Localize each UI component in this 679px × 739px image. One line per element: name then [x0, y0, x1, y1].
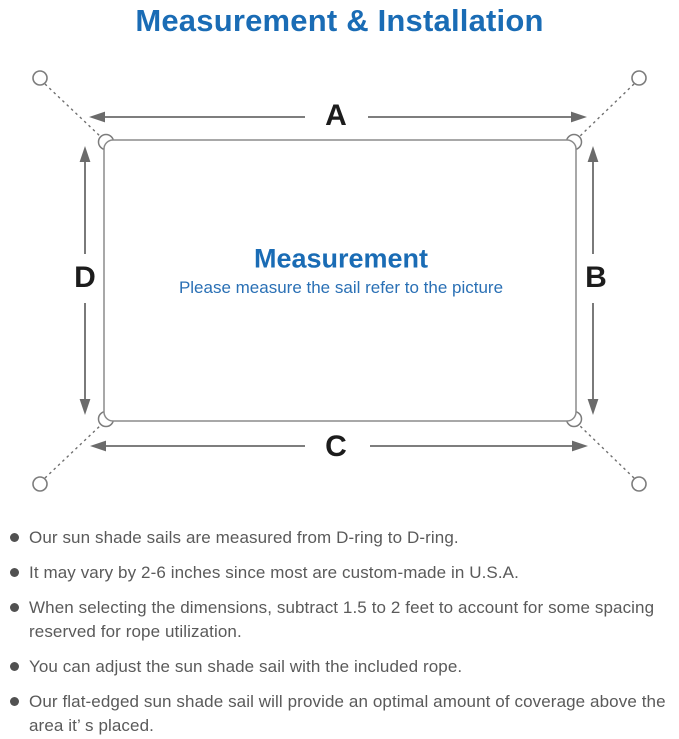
- note-text: It may vary by 2-6 inches since most are…: [29, 563, 519, 582]
- rope-line-top-right: [578, 83, 635, 138]
- sail-outline: [103, 139, 577, 422]
- note-item: Our sun shade sails are measured from D-…: [10, 526, 673, 550]
- dimension-label-c: C: [325, 430, 347, 463]
- rope-dashed-lines: [44, 83, 635, 479]
- notes-list: Our sun shade sails are measured from D-…: [10, 526, 673, 739]
- anchor-point-top-right: [631, 70, 647, 86]
- dimension-label-a: A: [325, 99, 347, 132]
- note-text: You can adjust the sun shade sail with t…: [29, 657, 463, 676]
- note-item: When selecting the dimensions, subtract …: [10, 596, 673, 644]
- sail-measurement-diagram: [32, 70, 647, 492]
- rope-line-bottom-left: [44, 424, 102, 479]
- note-item: You can adjust the sun shade sail with t…: [10, 655, 673, 679]
- note-text: Our sun shade sails are measured from D-…: [29, 528, 459, 547]
- diagram-center-subtitle: Please measure the sail refer to the pic…: [178, 278, 504, 297]
- anchor-point-top-left: [32, 70, 48, 86]
- bullet-icon: [10, 533, 19, 542]
- page-title: Measurement & Installation: [135, 3, 544, 38]
- dimension-label-d: D: [74, 261, 96, 294]
- anchor-points: [32, 70, 647, 492]
- rope-line-bottom-right: [578, 424, 635, 479]
- note-item: Our flat-edged sun shade sail will provi…: [10, 690, 673, 738]
- note-text: Our flat-edged sun shade sail will provi…: [29, 692, 666, 735]
- bullet-icon: [10, 568, 19, 577]
- anchor-point-bottom-left: [32, 476, 48, 492]
- note-item: It may vary by 2-6 inches since most are…: [10, 561, 673, 585]
- bullet-icon: [10, 697, 19, 706]
- rope-line-top-left: [44, 83, 102, 138]
- diagram-center-title: Measurement: [253, 243, 429, 274]
- note-text: When selecting the dimensions, subtract …: [29, 598, 655, 641]
- dimension-label-b: B: [585, 261, 607, 294]
- dimension-arrow-a: [89, 111, 587, 123]
- anchor-point-bottom-right: [631, 476, 647, 492]
- dimension-arrow-c: [90, 440, 588, 452]
- bullet-icon: [10, 662, 19, 671]
- dimension-arrow-d: [79, 146, 91, 415]
- dimension-arrow-b: [587, 146, 599, 415]
- bullet-icon: [10, 603, 19, 612]
